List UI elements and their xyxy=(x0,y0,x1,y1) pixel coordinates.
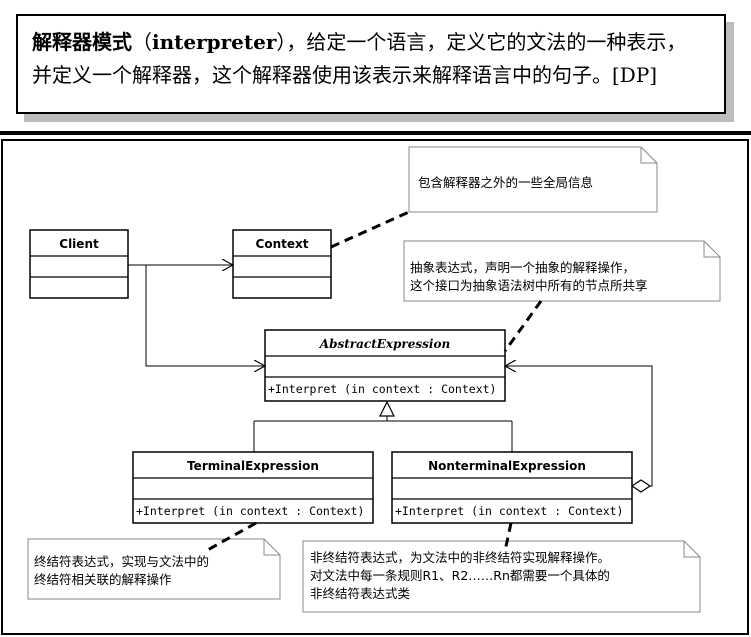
note-terminal-anchor xyxy=(203,521,257,554)
class-client-name: Client xyxy=(59,237,99,251)
note-nonterminal-anchor xyxy=(503,522,513,552)
note-abstract-anchor xyxy=(503,300,543,352)
definition-line-1: 解释器模式（interpreter），给定一个语言，定义它的文法的一种表示， xyxy=(32,26,710,59)
note-context: 包含解释器之外的一些全局信息 xyxy=(330,146,658,249)
class-abstract-expression-name: AbstractExpression xyxy=(319,337,450,351)
class-abstract-expression: AbstractExpression +Interpret (in contex… xyxy=(264,329,506,402)
note-nonterminal-line-2: 对文法中每一条规则R1、R2……Rn都需要一个具体的 xyxy=(310,568,610,583)
note-nonterminal-line-1: 非终结符表达式，为文法中的非终结符实现解释操作。 xyxy=(310,550,610,565)
class-context: Context xyxy=(232,229,332,299)
definition-paren-open: （ xyxy=(132,30,152,54)
note-terminal: 终结符表达式，实现与文法中的 终结符相关联的解释操作 xyxy=(27,521,281,600)
note-context-anchor xyxy=(330,210,410,249)
definition-rest: ），给定一个语言，定义它的文法的一种表示， xyxy=(276,30,687,54)
note-nonterminal: 非终结符表达式，为文法中的非终结符实现解释操作。 对文法中每一条规则R1、R2…… xyxy=(302,522,701,613)
note-abstract: 抽象表达式，声明一个抽象的解释操作， 这个接口为抽象语法树中所有的节点所共享 xyxy=(403,240,721,352)
class-terminal-expression: TerminalExpression +Interpret (in contex… xyxy=(132,451,374,524)
definition-box: 解释器模式（interpreter），给定一个语言，定义它的文法的一种表示， 并… xyxy=(16,14,726,114)
note-abstract-line-1: 抽象表达式，声明一个抽象的解释操作， xyxy=(410,260,635,275)
class-nonterminal-expression-operation: +Interpret (in context : Context) xyxy=(395,504,623,518)
note-nonterminal-line-3: 非终结符表达式类 xyxy=(310,586,411,601)
note-terminal-line-2: 终结符相关联的解释操作 xyxy=(34,572,172,587)
definition-line-2: 并定义一个解释器，这个解释器使用该表示来解释语言中的句子。[DP] xyxy=(32,63,658,87)
class-context-name: Context xyxy=(256,237,309,251)
separator-line xyxy=(0,131,751,135)
class-client: Client xyxy=(29,229,129,299)
client-abstract-association xyxy=(145,265,265,366)
class-terminal-expression-name: TerminalExpression xyxy=(187,459,319,473)
definition-english: interpreter xyxy=(152,30,277,54)
class-nonterminal-expression-name: NonterminalExpression xyxy=(428,459,586,473)
definition-lead: 解释器模式 xyxy=(32,30,132,54)
class-terminal-expression-operation: +Interpret (in context : Context) xyxy=(136,504,364,518)
generalization-tree xyxy=(253,400,513,452)
aggregation-nonterminal-abstract xyxy=(505,366,653,493)
class-abstract-expression-operation: +Interpret (in context : Context) xyxy=(268,382,496,396)
note-context-line-1: 包含解释器之外的一些全局信息 xyxy=(418,175,593,190)
class-nonterminal-expression: NonterminalExpression +Interpret (in con… xyxy=(391,451,633,524)
aggregation-diamond xyxy=(630,479,652,493)
note-terminal-line-1: 终结符表达式，实现与文法中的 xyxy=(34,554,209,569)
diagram-frame xyxy=(1,139,749,635)
note-abstract-line-2: 这个接口为抽象语法树中所有的节点所共享 xyxy=(410,278,648,293)
inheritance-triangle xyxy=(379,400,395,417)
